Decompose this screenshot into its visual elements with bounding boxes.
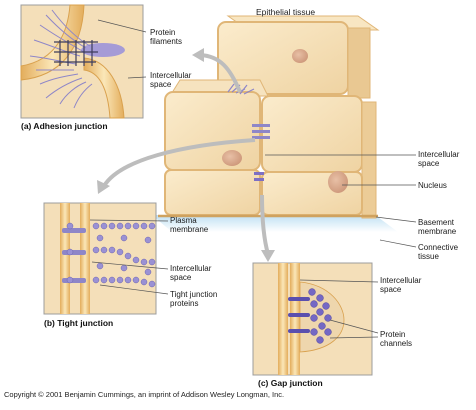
label-protein-filaments-line1: Protein — [150, 28, 182, 37]
nucleus-left — [222, 150, 242, 166]
label-intercellular-space-main-line2: space — [418, 159, 459, 168]
inset-adhesion-junction — [21, 5, 146, 118]
label-tight-junction-proteins: Tight junction proteins — [170, 290, 217, 308]
label-tight-junction-proteins-line1: Tight junction — [170, 290, 217, 299]
epithelial-cell-lower-right — [262, 171, 362, 215]
caption-gap-junction: (c) Gap junction — [258, 378, 323, 388]
inset-tight-junction — [44, 203, 168, 314]
caption-adhesion-junction: (a) Adhesion junction — [21, 121, 108, 131]
label-protein-channels: Protein channels — [380, 330, 412, 348]
inset-gap-junction — [253, 263, 378, 375]
label-intercellular-space-b-line1: Intercellular — [170, 264, 211, 273]
label-protein-channels-line1: Protein — [380, 330, 412, 339]
label-nucleus: Nucleus — [418, 181, 447, 190]
label-basement-membrane-line1: Basement — [418, 218, 456, 227]
label-tight-junction-proteins-line2: proteins — [170, 299, 217, 308]
label-plasma-membrane-line2: membrane — [170, 225, 208, 234]
label-connective-tissue: Connective tissue — [418, 243, 458, 261]
label-intercellular-space-c: Intercellular space — [380, 276, 421, 294]
arrowhead-gap — [261, 250, 275, 262]
label-basement-membrane: Basement membrane — [418, 218, 456, 236]
epithelial-tissue-block — [152, 16, 398, 232]
label-intercellular-space-c-line1: Intercellular — [380, 276, 421, 285]
adhesion-ladder — [54, 40, 98, 66]
leader-connective-tissue — [380, 240, 416, 247]
label-basement-membrane-line2: membrane — [418, 227, 456, 236]
label-protein-filaments-line2: filaments — [150, 37, 182, 46]
label-intercellular-space-a-line2: space — [150, 80, 191, 89]
label-plasma-membrane-line1: Plasma — [170, 216, 208, 225]
label-intercellular-space-main-line1: Intercellular — [418, 150, 459, 159]
nucleus-right — [328, 171, 348, 193]
label-intercellular-space-c-line2: space — [380, 285, 421, 294]
epithelial-cell-lower-left — [165, 170, 260, 215]
label-connective-tissue-line1: Connective — [418, 243, 458, 252]
arrowhead-adhesion — [192, 48, 204, 62]
caption-tight-junction: (b) Tight junction — [44, 318, 113, 328]
label-protein-channels-line2: channels — [380, 339, 412, 348]
nucleus-back — [292, 49, 308, 63]
label-intercellular-space-b-line2: space — [170, 273, 211, 282]
label-intercellular-space-a: Intercellular space — [150, 71, 191, 89]
label-connective-tissue-line2: tissue — [418, 252, 458, 261]
label-intercellular-space-a-line1: Intercellular — [150, 71, 191, 80]
tight-junction-marker — [252, 124, 270, 139]
diagram-title: Epithelial tissue — [256, 7, 315, 17]
label-plasma-membrane: Plasma membrane — [170, 216, 208, 234]
label-protein-filaments: Protein filaments — [150, 28, 182, 46]
label-intercellular-space-main: Intercellular space — [418, 150, 459, 168]
label-intercellular-space-b: Intercellular space — [170, 264, 211, 282]
copyright-notice: Copyright © 2001 Benjamin Cummings, an i… — [4, 390, 284, 399]
